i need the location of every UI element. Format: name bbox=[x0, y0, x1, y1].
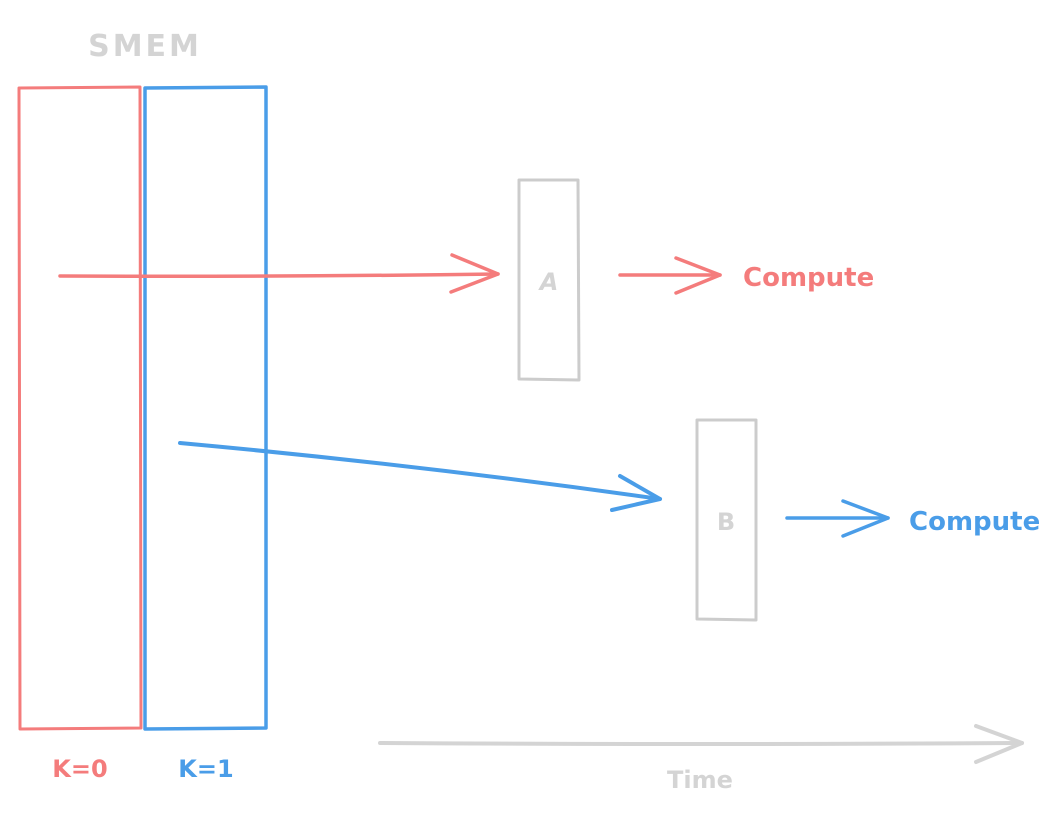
blue-compute-arrow-icon bbox=[785, 499, 890, 538]
blue-load-arrow-icon bbox=[178, 441, 662, 512]
time-axis-arrow-icon bbox=[378, 724, 1024, 764]
compute-a-label: Compute bbox=[743, 263, 874, 293]
smem-label: SMEM bbox=[88, 29, 202, 64]
box-b-label: B bbox=[717, 508, 735, 536]
time-label: Time bbox=[667, 766, 733, 794]
compute-b-label: Compute bbox=[909, 507, 1040, 537]
red-compute-arrow-icon bbox=[618, 256, 722, 295]
k1-buffer bbox=[143, 85, 268, 731]
box-b bbox=[695, 418, 758, 622]
box-a-label: A bbox=[538, 268, 559, 296]
k0-label: K=0 bbox=[52, 755, 107, 783]
k1-label: K=1 bbox=[178, 755, 233, 783]
k0-buffer bbox=[17, 85, 143, 731]
box-a bbox=[517, 178, 581, 382]
red-load-arrow-icon bbox=[58, 253, 500, 294]
